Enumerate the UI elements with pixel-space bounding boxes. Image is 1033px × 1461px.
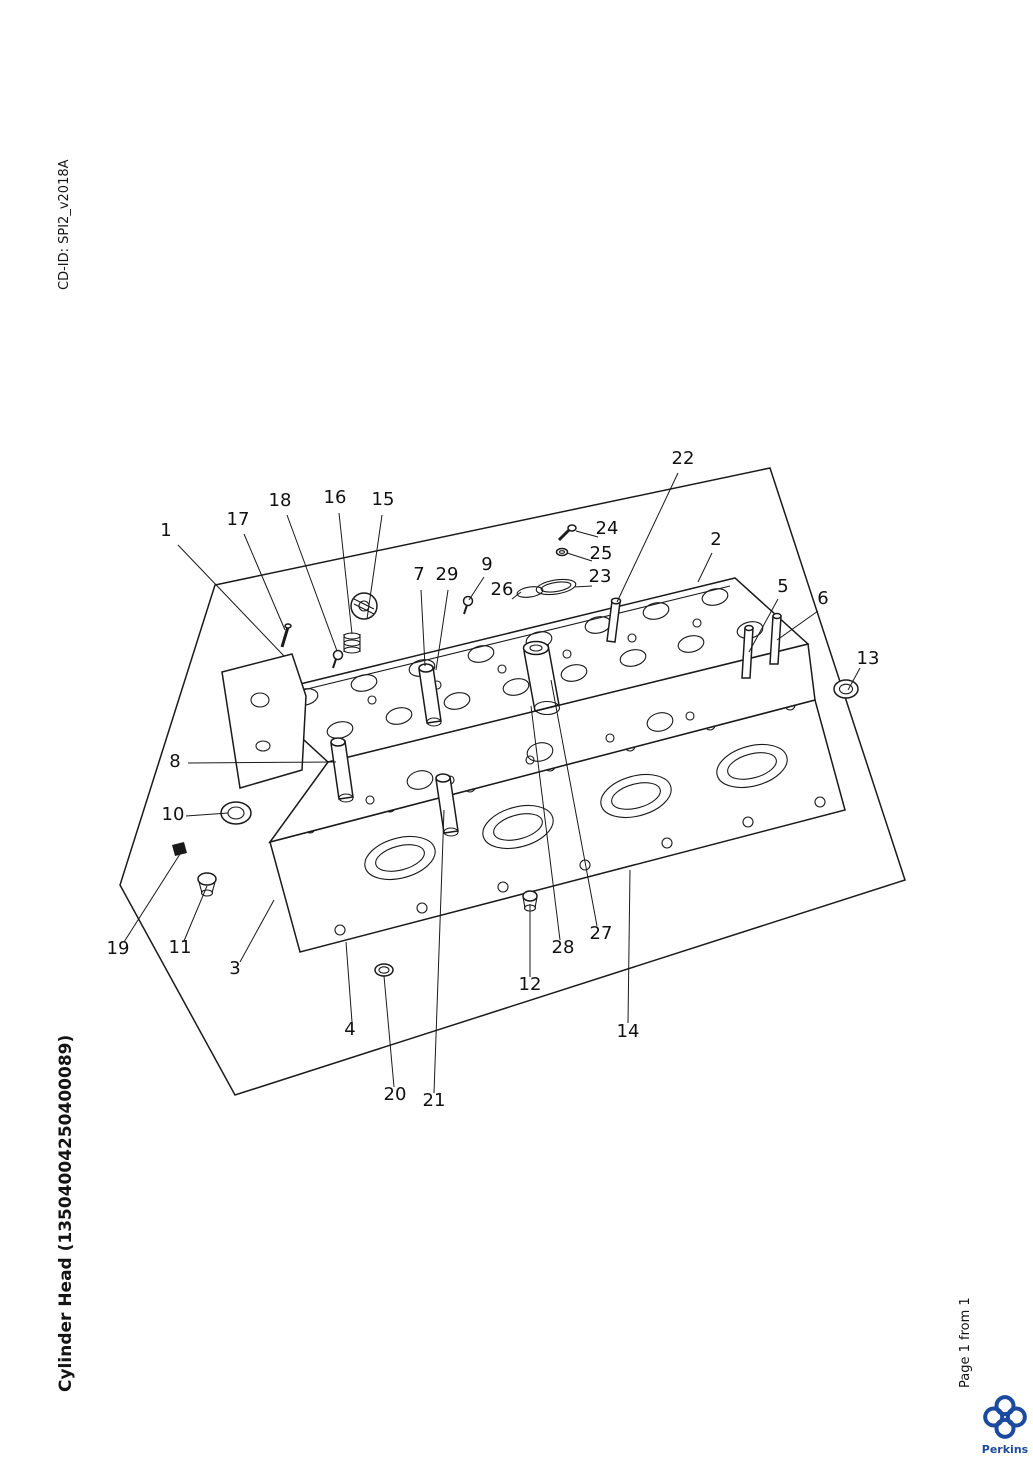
perkins-logo: Perkins [981, 1394, 1029, 1456]
leader-line-14 [627, 869, 631, 1024]
leader-line-13 [847, 667, 861, 691]
leader-line-22 [616, 472, 679, 603]
leader-line-28 [530, 705, 561, 941]
small-plug [332, 649, 344, 669]
perkins-wordmark: Perkins [981, 1443, 1029, 1456]
callout-4: 4 [344, 1019, 355, 1040]
leader-line-25 [566, 552, 593, 562]
left-end-bracket [221, 653, 307, 789]
washer [555, 547, 569, 557]
leader-line-3 [239, 899, 275, 963]
callout-28: 28 [552, 937, 575, 958]
callout-16: 16 [324, 487, 347, 508]
valve-guide [435, 773, 459, 837]
callout-15: 15 [372, 489, 395, 510]
callout-26: 26 [491, 579, 514, 600]
leader-line-18 [286, 514, 338, 652]
leader-line-1 [177, 544, 285, 657]
callout-2: 2 [710, 529, 721, 550]
leader-line-10 [185, 812, 229, 817]
callout-18: 18 [269, 490, 292, 511]
bolt [462, 595, 474, 615]
seal-ring [833, 679, 859, 699]
callout-20: 20 [384, 1084, 407, 1105]
leader-line-16 [338, 512, 353, 635]
leader-line-4 [345, 941, 353, 1023]
valve-guide [330, 737, 354, 803]
drawing-border [119, 467, 906, 1096]
callout-21: 21 [423, 1090, 446, 1111]
leader-line-19 [123, 853, 181, 943]
leader-line-15 [366, 514, 383, 620]
valve-spring [343, 632, 361, 654]
leader-line-24 [575, 530, 599, 538]
callout-12: 12 [519, 974, 542, 995]
callout-23: 23 [589, 566, 612, 587]
callout-24: 24 [596, 518, 619, 539]
callout-17: 17 [227, 509, 250, 530]
callout-19: 19 [107, 938, 130, 959]
leader-line-11 [183, 885, 208, 942]
callout-7: 7 [413, 564, 424, 585]
dowel-pin [280, 623, 292, 648]
leader-line-7 [420, 589, 426, 667]
bolt [557, 524, 577, 542]
callout-6: 6 [817, 588, 828, 609]
callout-3: 3 [229, 958, 240, 979]
callout-10: 10 [162, 804, 185, 825]
perkins-rings-icon [983, 1395, 1027, 1439]
leader-line-17 [243, 533, 286, 631]
callout-13: 13 [857, 648, 880, 669]
callout-27: 27 [590, 923, 613, 944]
callout-8: 8 [169, 751, 180, 772]
leader-line-2 [697, 552, 713, 583]
leader-line-20 [383, 975, 395, 1088]
leader-line-5 [748, 598, 779, 653]
callout-22: 22 [672, 448, 695, 469]
callout-9: 9 [481, 554, 492, 575]
plug [172, 842, 187, 856]
leader-line-23 [573, 585, 593, 588]
callout-14: 14 [617, 1021, 640, 1042]
valve-guide [418, 663, 442, 727]
leader-line-29 [435, 589, 449, 671]
cup-plug [197, 872, 217, 897]
valve-cap [350, 592, 378, 620]
leader-line-6 [776, 610, 819, 641]
leader-line-27 [550, 679, 598, 927]
callout-5: 5 [777, 576, 788, 597]
gasket-ring [516, 586, 544, 598]
callout-1: 1 [160, 520, 171, 541]
head-studs-and-guides [280, 592, 782, 837]
leader-line-26 [511, 591, 522, 600]
stud [606, 597, 622, 643]
callout-29: 29 [436, 564, 459, 585]
leader-line-21 [433, 809, 445, 1094]
callout-25: 25 [590, 543, 613, 564]
leader-line-8 [187, 761, 337, 764]
injector-sleeve [522, 640, 561, 716]
o-ring [374, 963, 394, 977]
leader-line-9 [468, 576, 485, 601]
stud [769, 612, 782, 665]
callout-labels: 1 2 3 4 5 6 7 8 9 10 11 12 13 14 15 16 1… [107, 448, 880, 1111]
callout-11: 11 [169, 937, 192, 958]
stud [741, 624, 754, 679]
gasket-ring [535, 578, 577, 596]
leader-lines [123, 472, 861, 1094]
